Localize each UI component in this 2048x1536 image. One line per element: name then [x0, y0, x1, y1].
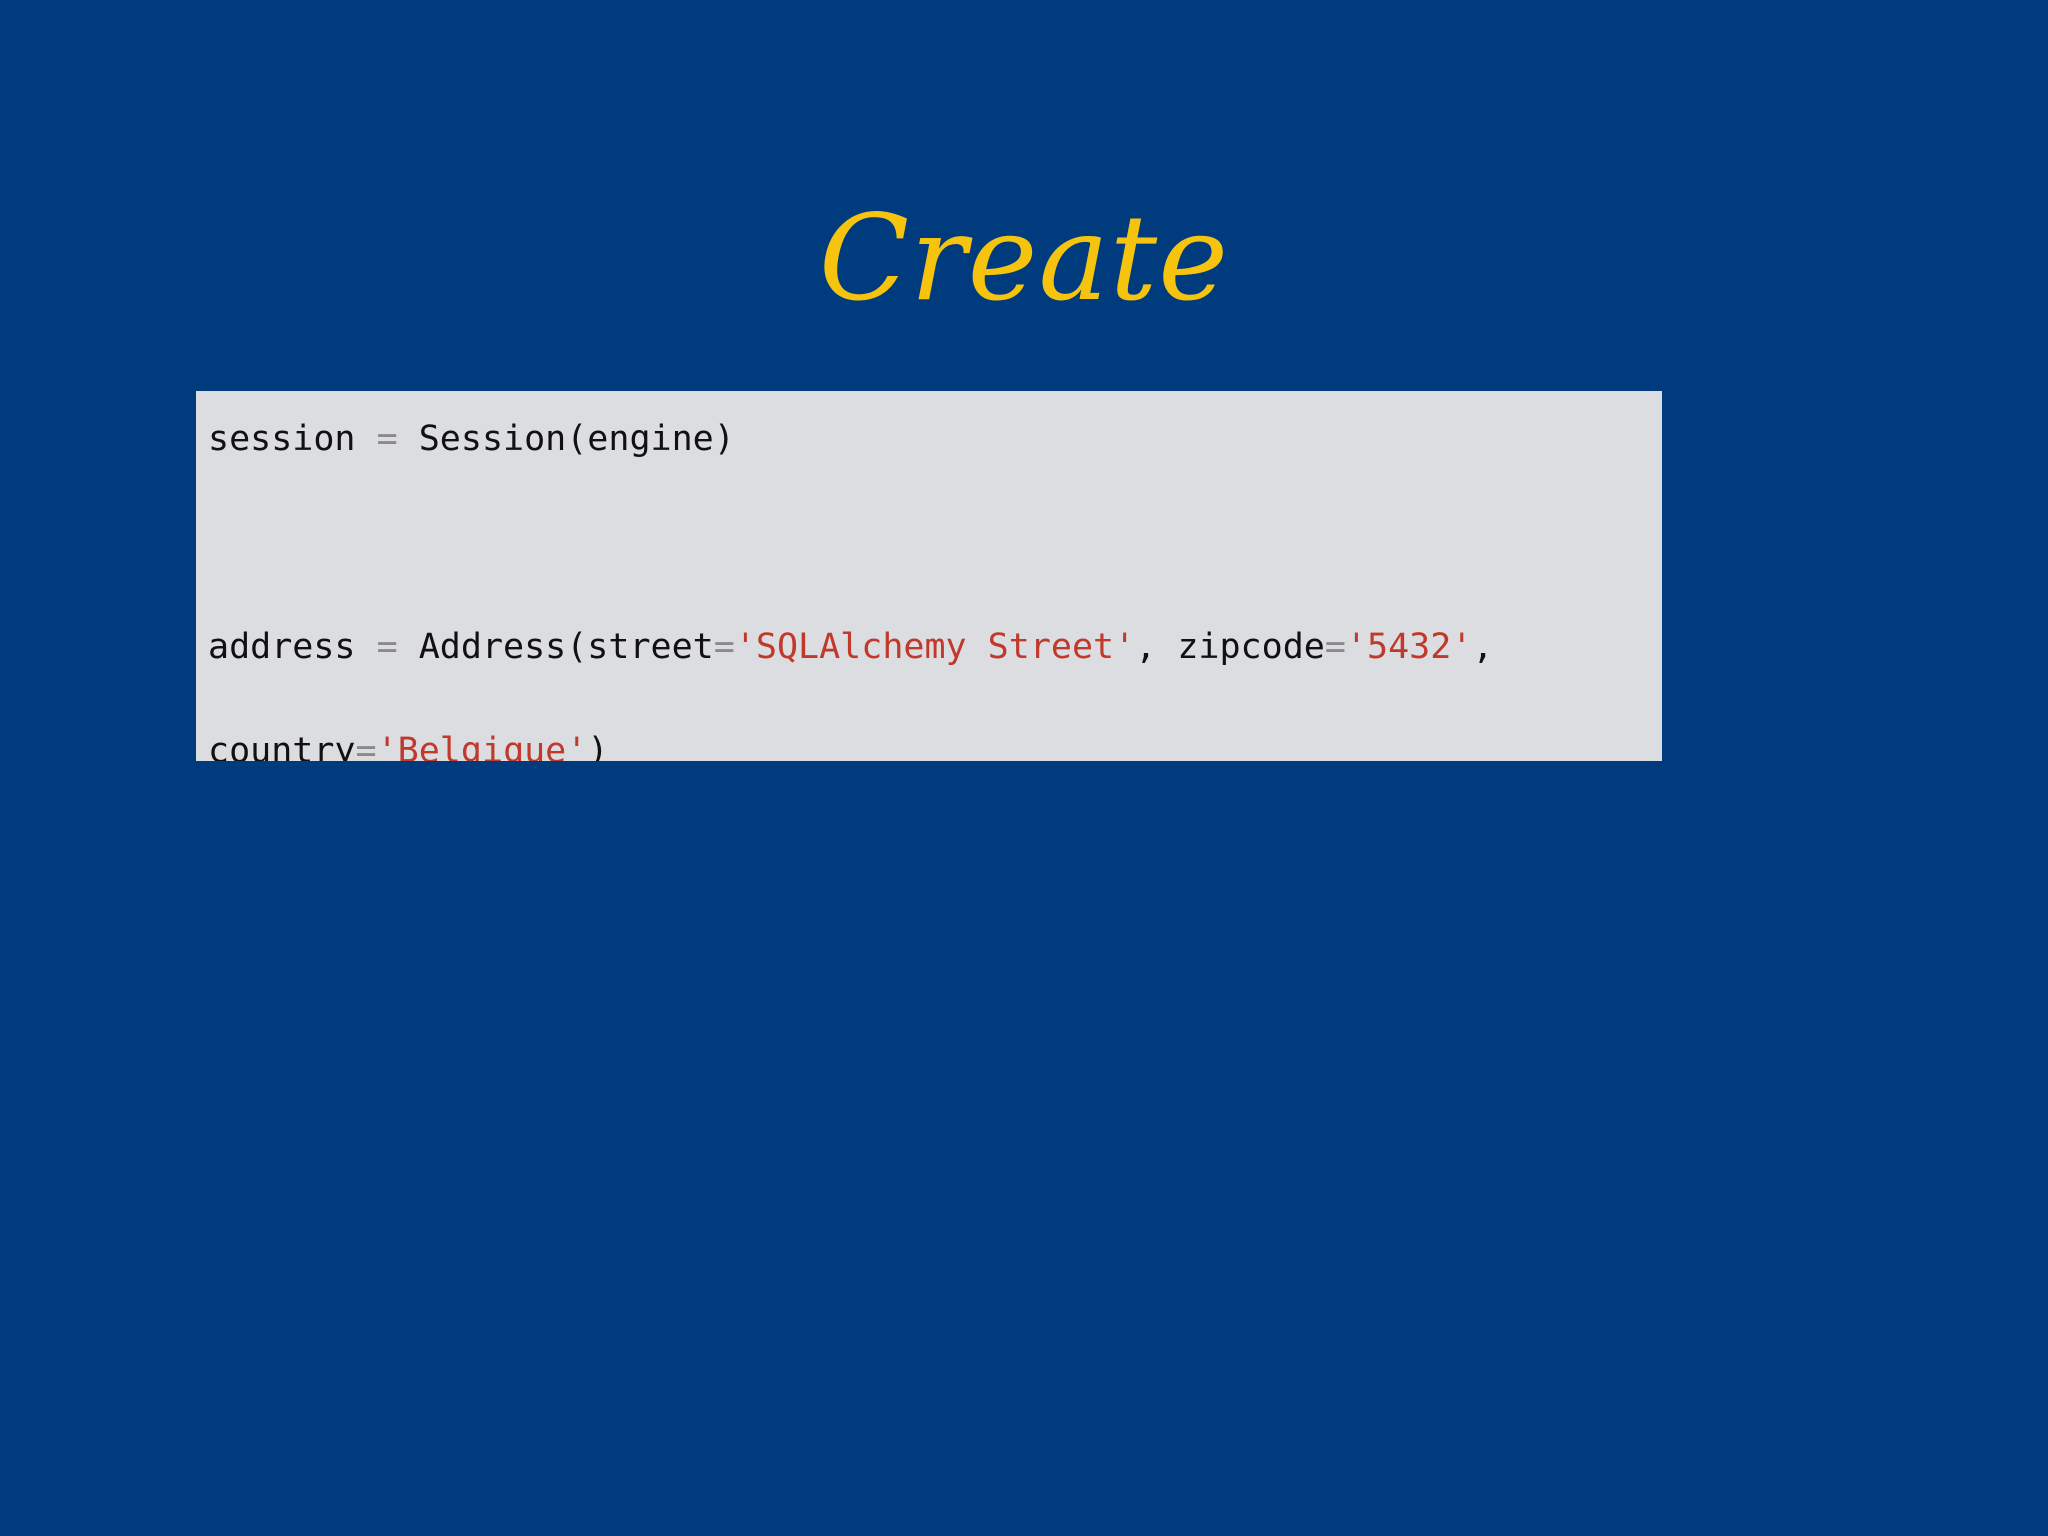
code-token-op: =	[1324, 627, 1346, 667]
code-line: address = Address(street='SQLAlchemy Str…	[208, 621, 1662, 673]
code-token-plain: , zipcode	[1135, 627, 1325, 667]
code-token-op: =	[376, 419, 398, 459]
code-line-blank	[208, 517, 1662, 569]
code-token-plain: session	[208, 419, 377, 459]
page-title: Create	[818, 189, 1230, 328]
code-token-plain: )	[587, 731, 609, 761]
code-token-op: =	[713, 627, 735, 667]
code-token-string: 'SQLAlchemy Street'	[734, 627, 1136, 667]
code-block: session = Session(engine) address = Addr…	[196, 391, 1662, 761]
code-token-plain: country	[208, 731, 356, 761]
code-token-string: 'Belgique'	[376, 731, 588, 761]
code-line: session = Session(engine)	[208, 413, 1662, 465]
code-token-op: =	[355, 731, 377, 761]
code-line: country='Belgique')	[208, 725, 1662, 761]
code-token-string: '5432'	[1345, 627, 1473, 667]
code-token-plain: ,	[1472, 627, 1494, 667]
code-token-plain: Session(engine)	[397, 419, 735, 459]
code-token-op: =	[376, 627, 398, 667]
code-token-plain: address	[208, 627, 377, 667]
code-token-plain: Address(street	[397, 627, 714, 667]
code-listing: session = Session(engine) address = Addr…	[208, 413, 1662, 761]
